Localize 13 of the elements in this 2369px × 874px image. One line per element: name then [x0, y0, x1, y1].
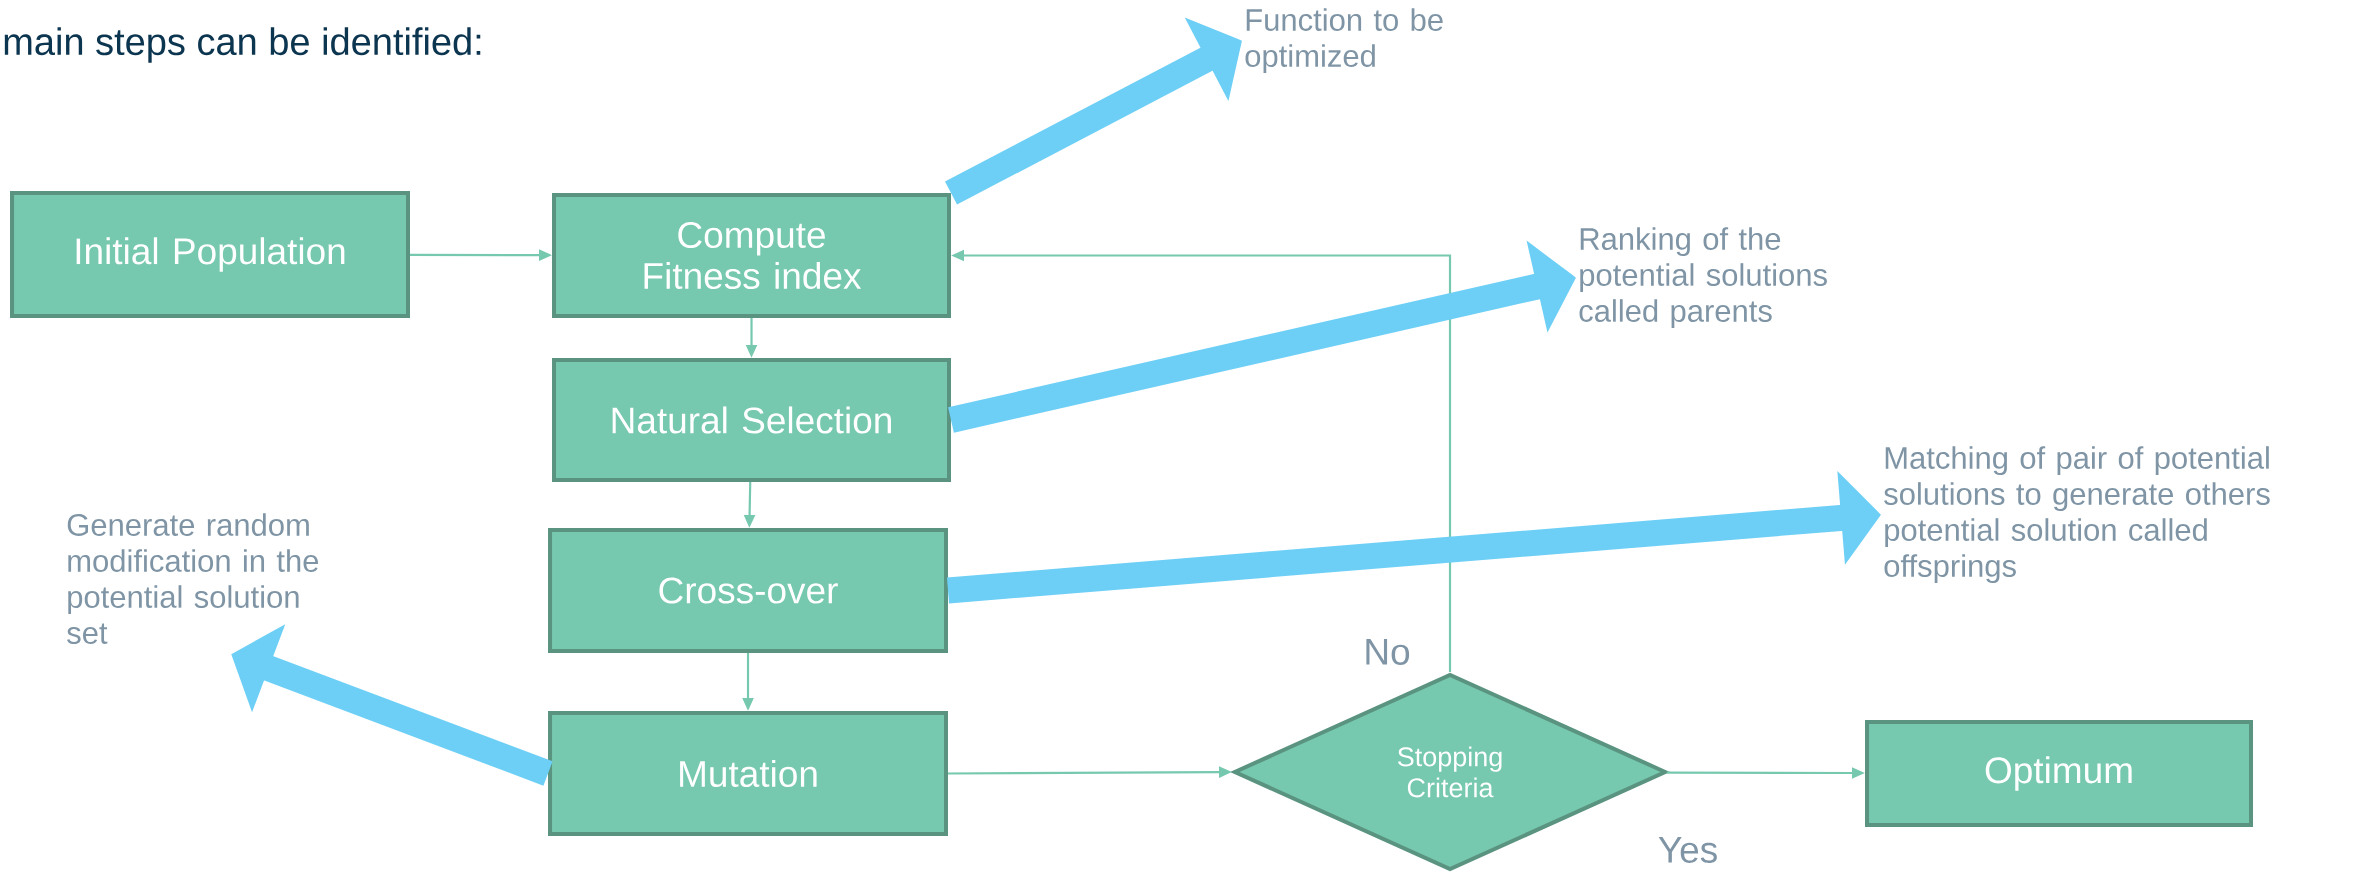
- annotation-text: Generate random modification in the potential solution set: [67, 513, 319, 644]
- heading-text: main steps can be identified:: [4, 27, 481, 63]
- annotation-text: Ranking of the potential solutions called parents: [1579, 227, 1827, 329]
- edge-label: No: [1361, 637, 1413, 667]
- process-box: Compute Fitness index: [552, 193, 951, 318]
- process-box: Optimum: [1865, 720, 2253, 827]
- process-box: Initial Population: [10, 191, 410, 318]
- process-box: Mutation: [548, 711, 948, 836]
- process-box: Natural Selection: [552, 358, 951, 482]
- annotation-text: Matching of pair of potential solutions to generate others potential solution called offsprings: [1884, 446, 2270, 584]
- block-arrow: [945, 17, 1242, 205]
- annotation-text: Function to be optimized: [1245, 8, 1443, 74]
- process-box: Cross-over: [548, 528, 948, 653]
